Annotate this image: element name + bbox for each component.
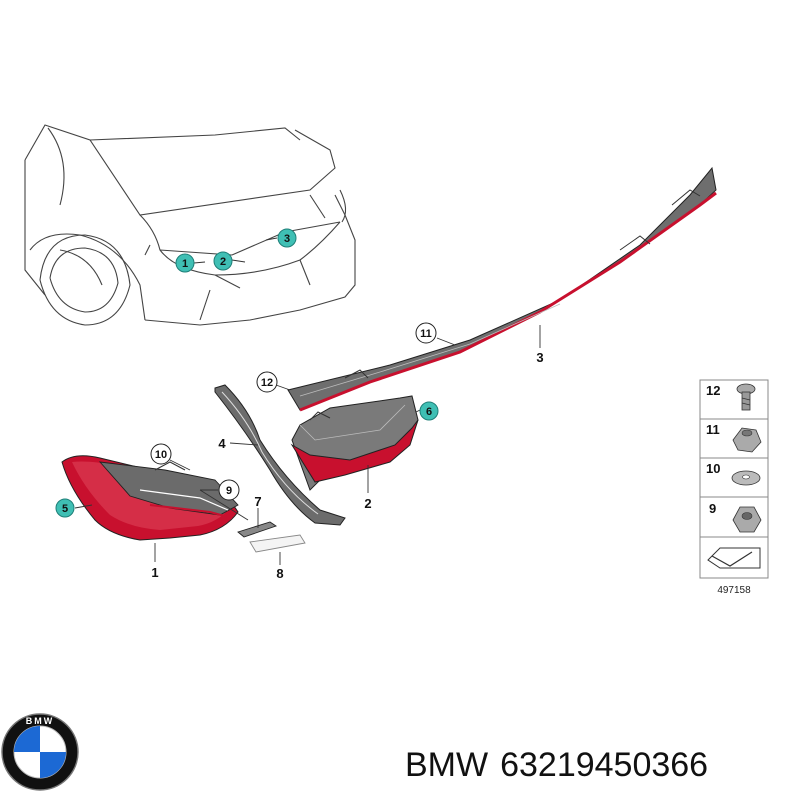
outer-tail-lamp-part-1 bbox=[61, 455, 239, 541]
part-number-4: 4 bbox=[218, 436, 226, 451]
hex-nut-icon bbox=[732, 506, 762, 533]
brand-name: BMW bbox=[405, 746, 489, 784]
callout-12-label: 12 bbox=[261, 377, 273, 389]
screw-icon bbox=[736, 383, 756, 411]
part-number-8: 8 bbox=[276, 566, 283, 581]
part-number: 63219450366 bbox=[500, 746, 709, 784]
car-callout-2: 2 bbox=[213, 251, 233, 271]
callout-10-label: 10 bbox=[155, 449, 167, 461]
fastener-row-11-label: 11 bbox=[706, 422, 720, 437]
car-callout-3: 3 bbox=[277, 228, 297, 248]
callout-9-label: 9 bbox=[226, 485, 232, 497]
inner-lamp-part-2 bbox=[290, 395, 419, 491]
callout-11: 11 bbox=[415, 322, 437, 344]
product-caption: BMW 63219450366 bbox=[405, 740, 795, 790]
gasket-part-4 bbox=[214, 384, 346, 526]
callout-10: 10 bbox=[150, 443, 172, 465]
callout-12: 12 bbox=[256, 371, 278, 393]
part-number-1: 1 bbox=[151, 565, 158, 580]
part-number-2: 2 bbox=[364, 496, 371, 511]
car-leader-lines bbox=[193, 237, 278, 264]
bracket-part-7 bbox=[237, 521, 278, 538]
car-callout-3-label: 3 bbox=[284, 233, 290, 245]
part-number-7: 7 bbox=[254, 494, 261, 509]
fastener-row-10-label: 10 bbox=[706, 461, 720, 476]
car-callout-1-label: 1 bbox=[182, 258, 188, 270]
bmw-logo-lettering: BMW bbox=[26, 716, 55, 726]
callout-5: 5 bbox=[55, 498, 75, 518]
car-rear-outline bbox=[24, 124, 356, 326]
reflector-part-8 bbox=[249, 534, 306, 553]
callout-6: 6 bbox=[419, 401, 439, 421]
washer-icon bbox=[731, 470, 761, 486]
callout-11-label: 11 bbox=[420, 328, 432, 340]
callout-9: 9 bbox=[218, 479, 240, 501]
car-callout-2-label: 2 bbox=[220, 256, 226, 268]
arrow-symbol-icon bbox=[707, 547, 761, 569]
diagram-reference-number: 497158 bbox=[717, 585, 751, 596]
trim-strip-part-3 bbox=[287, 166, 717, 412]
car-callout-1: 1 bbox=[175, 253, 195, 273]
nut-icon bbox=[732, 427, 762, 453]
part-leader-lines bbox=[74, 325, 541, 565]
fastener-panel: 12 11 10 9 497158 bbox=[699, 379, 769, 596]
callout-5-label: 5 bbox=[62, 503, 68, 515]
bmw-logo: BMW bbox=[1, 713, 79, 791]
fastener-row-12-label: 12 bbox=[706, 383, 720, 398]
callout-6-label: 6 bbox=[426, 406, 432, 418]
fastener-row-9-label: 9 bbox=[709, 501, 716, 516]
part-number-3: 3 bbox=[536, 350, 543, 365]
car-wheel bbox=[39, 234, 131, 326]
